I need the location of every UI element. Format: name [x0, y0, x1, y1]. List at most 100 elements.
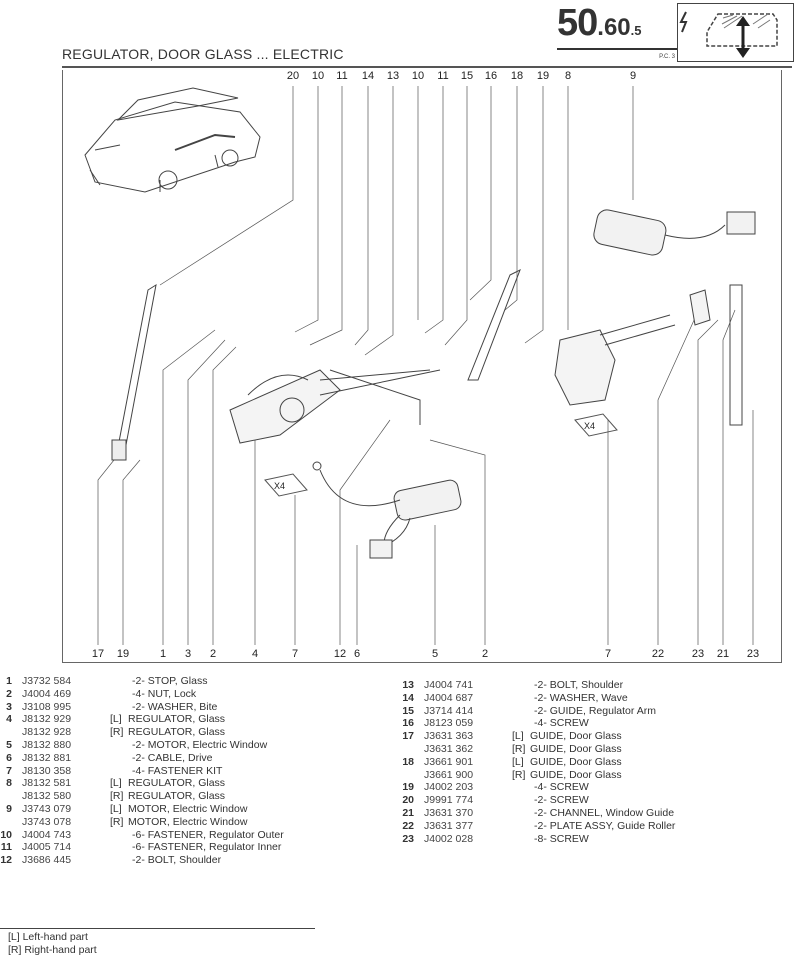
callout: 7 — [604, 648, 612, 660]
side-marker — [110, 739, 128, 752]
callout: 20 — [286, 70, 300, 82]
part-description: REGULATOR, Glass — [128, 713, 226, 726]
callout: 19 — [116, 648, 130, 660]
part-description: -2- PLATE ASSY, Guide Roller — [534, 819, 676, 832]
ref-number: 12 — [0, 854, 12, 867]
callout: 23 — [746, 648, 760, 660]
side-marker — [110, 841, 128, 854]
part-description: MOTOR, Electric Window — [128, 802, 248, 815]
ref-number: 16 — [402, 717, 414, 730]
channel-21 — [729, 284, 743, 426]
ref-number: 22 — [402, 819, 414, 832]
side-marker — [110, 752, 128, 765]
part-description: REGULATOR, Glass — [128, 726, 226, 739]
part-number: J3631 377 — [424, 819, 474, 832]
part-number: J3743 078 — [22, 815, 72, 828]
callout: 4 — [251, 648, 259, 660]
part-number: J8132 581 — [22, 777, 72, 790]
part-number: J8132 929 — [22, 713, 72, 726]
page-title: REGULATOR, DOOR GLASS ... ELECTRIC — [62, 46, 344, 62]
ref-number: 6 — [6, 751, 12, 764]
part-number: J4005 714 — [22, 841, 72, 854]
side-marker — [512, 820, 530, 833]
part-number: J3686 445 — [22, 854, 72, 867]
callout: 2 — [481, 648, 489, 660]
motor-5 — [369, 479, 462, 559]
part-description: -6- FASTENER, Regulator Outer — [132, 828, 284, 841]
side-marker — [512, 807, 530, 820]
legend-left: [L] Left-hand part — [8, 931, 88, 943]
callout: 5 — [431, 648, 439, 660]
ref-number — [0, 790, 22, 803]
guide-18 — [467, 268, 521, 381]
callout: 10 — [411, 70, 425, 82]
part-description: GUIDE, Door Glass — [530, 730, 622, 743]
ref-number — [0, 726, 22, 739]
part-description: -2- GUIDE, Regulator Arm — [534, 704, 656, 717]
side-marker: [R] — [110, 790, 124, 803]
part-description: GUIDE, Door Glass — [530, 768, 622, 781]
ref-number — [402, 769, 424, 782]
part-description: -2- WASHER, Bite — [132, 700, 218, 713]
parts-row: J8132 580[R]REGULATOR, Glass — [0, 790, 284, 803]
part-number: J3631 370 — [424, 806, 474, 819]
callout: 22 — [651, 648, 665, 660]
part-number: J8132 928 — [22, 726, 72, 739]
legend-right: [R] Right-hand part — [8, 943, 97, 956]
callout: 10 — [311, 70, 325, 82]
parts-row: 11 J4005 714 -6- FASTENER, Regulator Inner — [0, 841, 284, 854]
side-marker: [L] — [110, 802, 122, 815]
part-number: J3714 414 — [424, 704, 474, 717]
part-number: J4004 469 — [22, 687, 72, 700]
section-code: 50.60.5 P.C. 3 — [557, 2, 677, 60]
ref-number: 4 — [6, 713, 12, 726]
part-description: MOTOR, Electric Window — [128, 815, 248, 828]
callout: 19 — [536, 70, 550, 82]
side-marker: [R] — [512, 768, 526, 781]
callout: 7 — [291, 648, 299, 660]
callout: 16 — [484, 70, 498, 82]
side-marker — [110, 688, 128, 701]
plate-22 — [689, 289, 711, 326]
ref-number: 5 — [6, 738, 12, 751]
callout: 21 — [716, 648, 730, 660]
part-number: J3108 995 — [22, 700, 72, 713]
side-marker: [R] — [110, 815, 124, 828]
side-marker — [110, 829, 128, 842]
part-number: J3631 363 — [424, 730, 474, 743]
ref-number: 11 — [0, 841, 12, 854]
part-description: -6- FASTENER, Regulator Inner — [132, 841, 282, 854]
parts-row: J3631 362[R]GUIDE, Door Glass — [402, 743, 675, 756]
page-ref: P.C. 3 — [659, 54, 675, 60]
regulator-4 — [229, 369, 441, 444]
part-number: J8123 059 — [424, 717, 474, 730]
callout: 23 — [691, 648, 705, 660]
side-marker: [L] — [512, 730, 524, 743]
side-marker — [512, 692, 530, 705]
part-number: J3661 901 — [424, 755, 474, 768]
side-marker — [110, 675, 128, 688]
cable-6 — [312, 461, 401, 507]
motor-9 — [593, 209, 756, 256]
part-description: -4- FASTENER KIT — [132, 764, 223, 777]
callout: 11 — [437, 70, 449, 82]
ref-number: 1 — [6, 675, 12, 687]
callout: 3 — [184, 648, 192, 660]
part-description: -8- SCREW — [534, 832, 589, 845]
side-marker: [R] — [110, 726, 124, 739]
ref-number — [0, 816, 22, 829]
part-description: -4- SCREW — [534, 717, 589, 730]
part-description: GUIDE, Door Glass — [530, 755, 622, 768]
